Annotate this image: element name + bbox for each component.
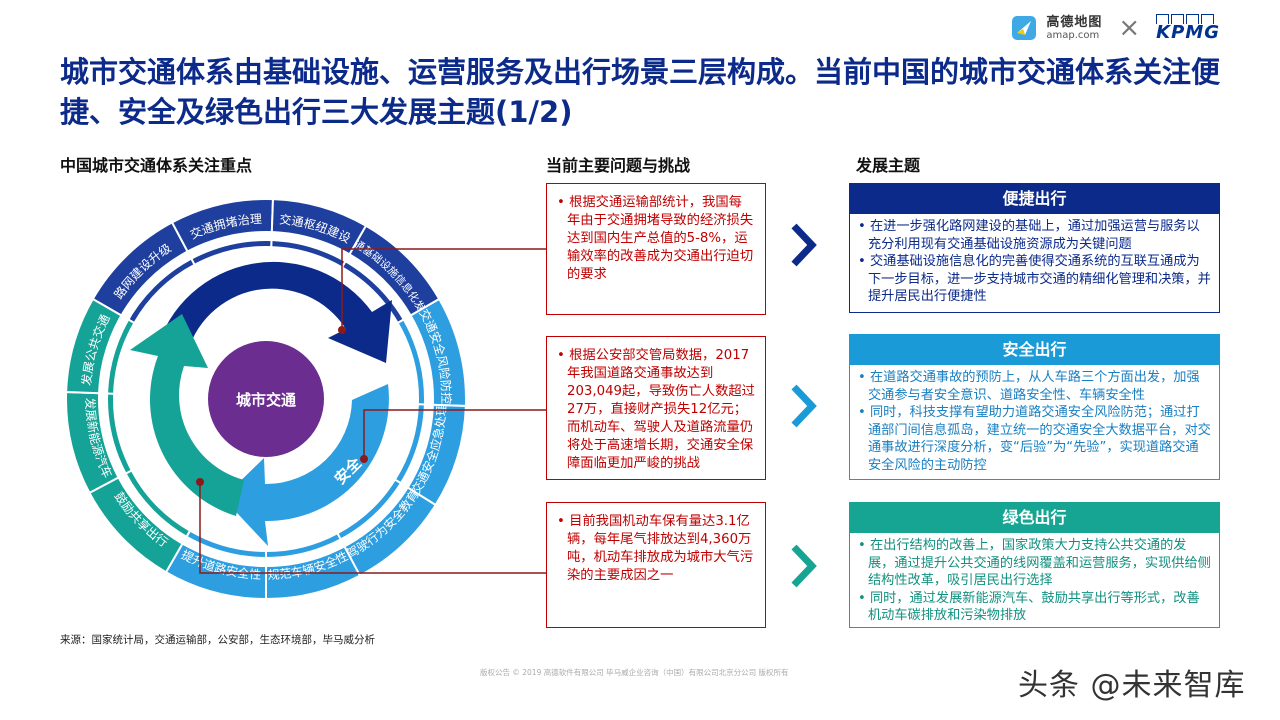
- center-circle: [208, 341, 324, 457]
- green-arrow: [130, 314, 244, 516]
- amap-url: amap.com: [1046, 29, 1100, 41]
- theme-title: 安全出行: [850, 335, 1219, 365]
- theme-point: • 同时，科技支撑有望助力道路交通安全风险防范；通过打通部门间信息孤岛，建立统一…: [858, 405, 1211, 473]
- amap-logo-icon: [1012, 16, 1037, 40]
- source-note: 来源：国家统计局，交通运输部，公安部，生态环境部，毕马威分析: [60, 634, 375, 646]
- watermark: 头条 @未来智库: [1018, 668, 1246, 703]
- chevron-right-icon: [791, 384, 817, 428]
- theme-point: • 在进一步强化路网建设的基础上，通过加强运营与服务以充分利用现有交通基础设施资…: [858, 219, 1200, 252]
- theme-box-green: 绿色出行 • 在出行结构的改善上，国家政策大力支持公共交通的发展，通过提升公共交…: [849, 502, 1220, 628]
- logo-separator: ×: [1118, 13, 1141, 43]
- theme-point: • 在道路交通事故的预防上，从人车路三个方面出发，加强交通参与者安全意识、道路安…: [858, 370, 1200, 403]
- theme-point: • 同时，通过发展新能源汽车、鼓励共享出行等形式，改善机动车碳排放和污染物排放: [858, 590, 1200, 624]
- theme-point: • 在出行结构的改善上，国家政策大力支持公共交通的发展，通过提升公共交通的线网覆…: [858, 538, 1211, 588]
- issue-text: • 根据公安部交管局数据，2017年我国道路交通事故达到203,049起，导致伤…: [557, 348, 755, 471]
- theme-title: 便捷出行: [850, 184, 1219, 214]
- page-title: 城市交通体系由基础设施、运营服务及出行场景三层构成。当前中国的城市交通体系关注便…: [60, 55, 1221, 129]
- kpmg-logo: KPMG: [1156, 13, 1220, 43]
- transport-system-diagram: 路网建设升级交通拥堵治理交通枢纽建设交通基础设施信息化发展交通安全风险防控交通安…: [55, 178, 480, 622]
- chevron-right-icon: [791, 223, 817, 267]
- center-label: 城市交通: [236, 391, 296, 409]
- convenient-arrow: [156, 261, 392, 363]
- column-header-focus: 中国城市交通体系关注重点: [60, 156, 253, 175]
- issue-box-safety: • 根据公安部交管局数据，2017年我国道路交通事故达到203,049起，导致伤…: [546, 336, 766, 480]
- safe-arrow: [223, 384, 389, 546]
- amap-name: 高德地图: [1046, 14, 1103, 30]
- theme-point: • 交通基础设施信息化的完善使得交通系统的互联互通成为下一步目标，进一步支持城市…: [858, 254, 1211, 304]
- theme-box-convenient: 便捷出行 • 在进一步强化路网建设的基础上，通过加强运营与服务以充分利用现有交通…: [849, 183, 1220, 313]
- logo-area: 高德地图 amap.com × KPMG: [1012, 10, 1220, 46]
- issue-box-emission: • 目前我国机动车保有量达3.1亿辆，每年尾气排放达到4,360万吨，机动车排放…: [546, 502, 766, 628]
- pillar-convenient-label: 便捷: [292, 304, 323, 322]
- issue-box-congestion: • 根据交通运输部统计，我国每年由于交通拥堵导致的经济损失达到国内生产总值的5-…: [546, 183, 766, 315]
- column-header-themes: 发展主题: [856, 156, 921, 175]
- theme-box-safe: 安全出行 • 在道路交通事故的预防上，从人车路三个方面出发，加强交通参与者安全意…: [849, 334, 1220, 480]
- theme-title: 绿色出行: [850, 503, 1219, 533]
- issue-text: • 目前我国机动车保有量达3.1亿辆，每年尾气排放达到4,360万吨，机动车排放…: [557, 514, 754, 583]
- column-header-issues: 当前主要问题与挑战: [546, 156, 691, 175]
- chevron-right-icon: [791, 544, 817, 588]
- kpmg-text: KPMG: [1156, 21, 1220, 43]
- issue-text: • 根据交通运输部统计，我国每年由于交通拥堵导致的经济损失达到国内生产总值的5-…: [557, 195, 754, 282]
- copyright-note: 版权公告 © 2019 高德软件有限公司 毕马威企业咨询（中国）有限公司北京分公…: [480, 668, 789, 677]
